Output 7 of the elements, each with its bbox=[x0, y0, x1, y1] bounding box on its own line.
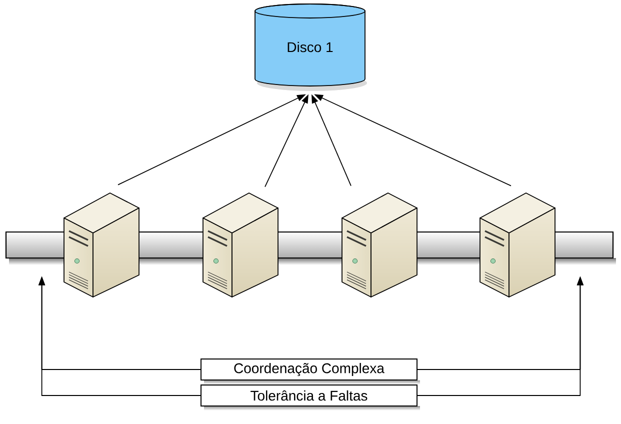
label-box: Coordenação Complexa bbox=[200, 358, 418, 380]
server bbox=[480, 192, 556, 298]
disk-cylinder: Disco 1 bbox=[254, 4, 367, 91]
server bbox=[342, 192, 418, 298]
server bbox=[202, 192, 278, 298]
label-box: Tolerância a Faltas bbox=[200, 384, 418, 406]
server bbox=[64, 192, 140, 298]
